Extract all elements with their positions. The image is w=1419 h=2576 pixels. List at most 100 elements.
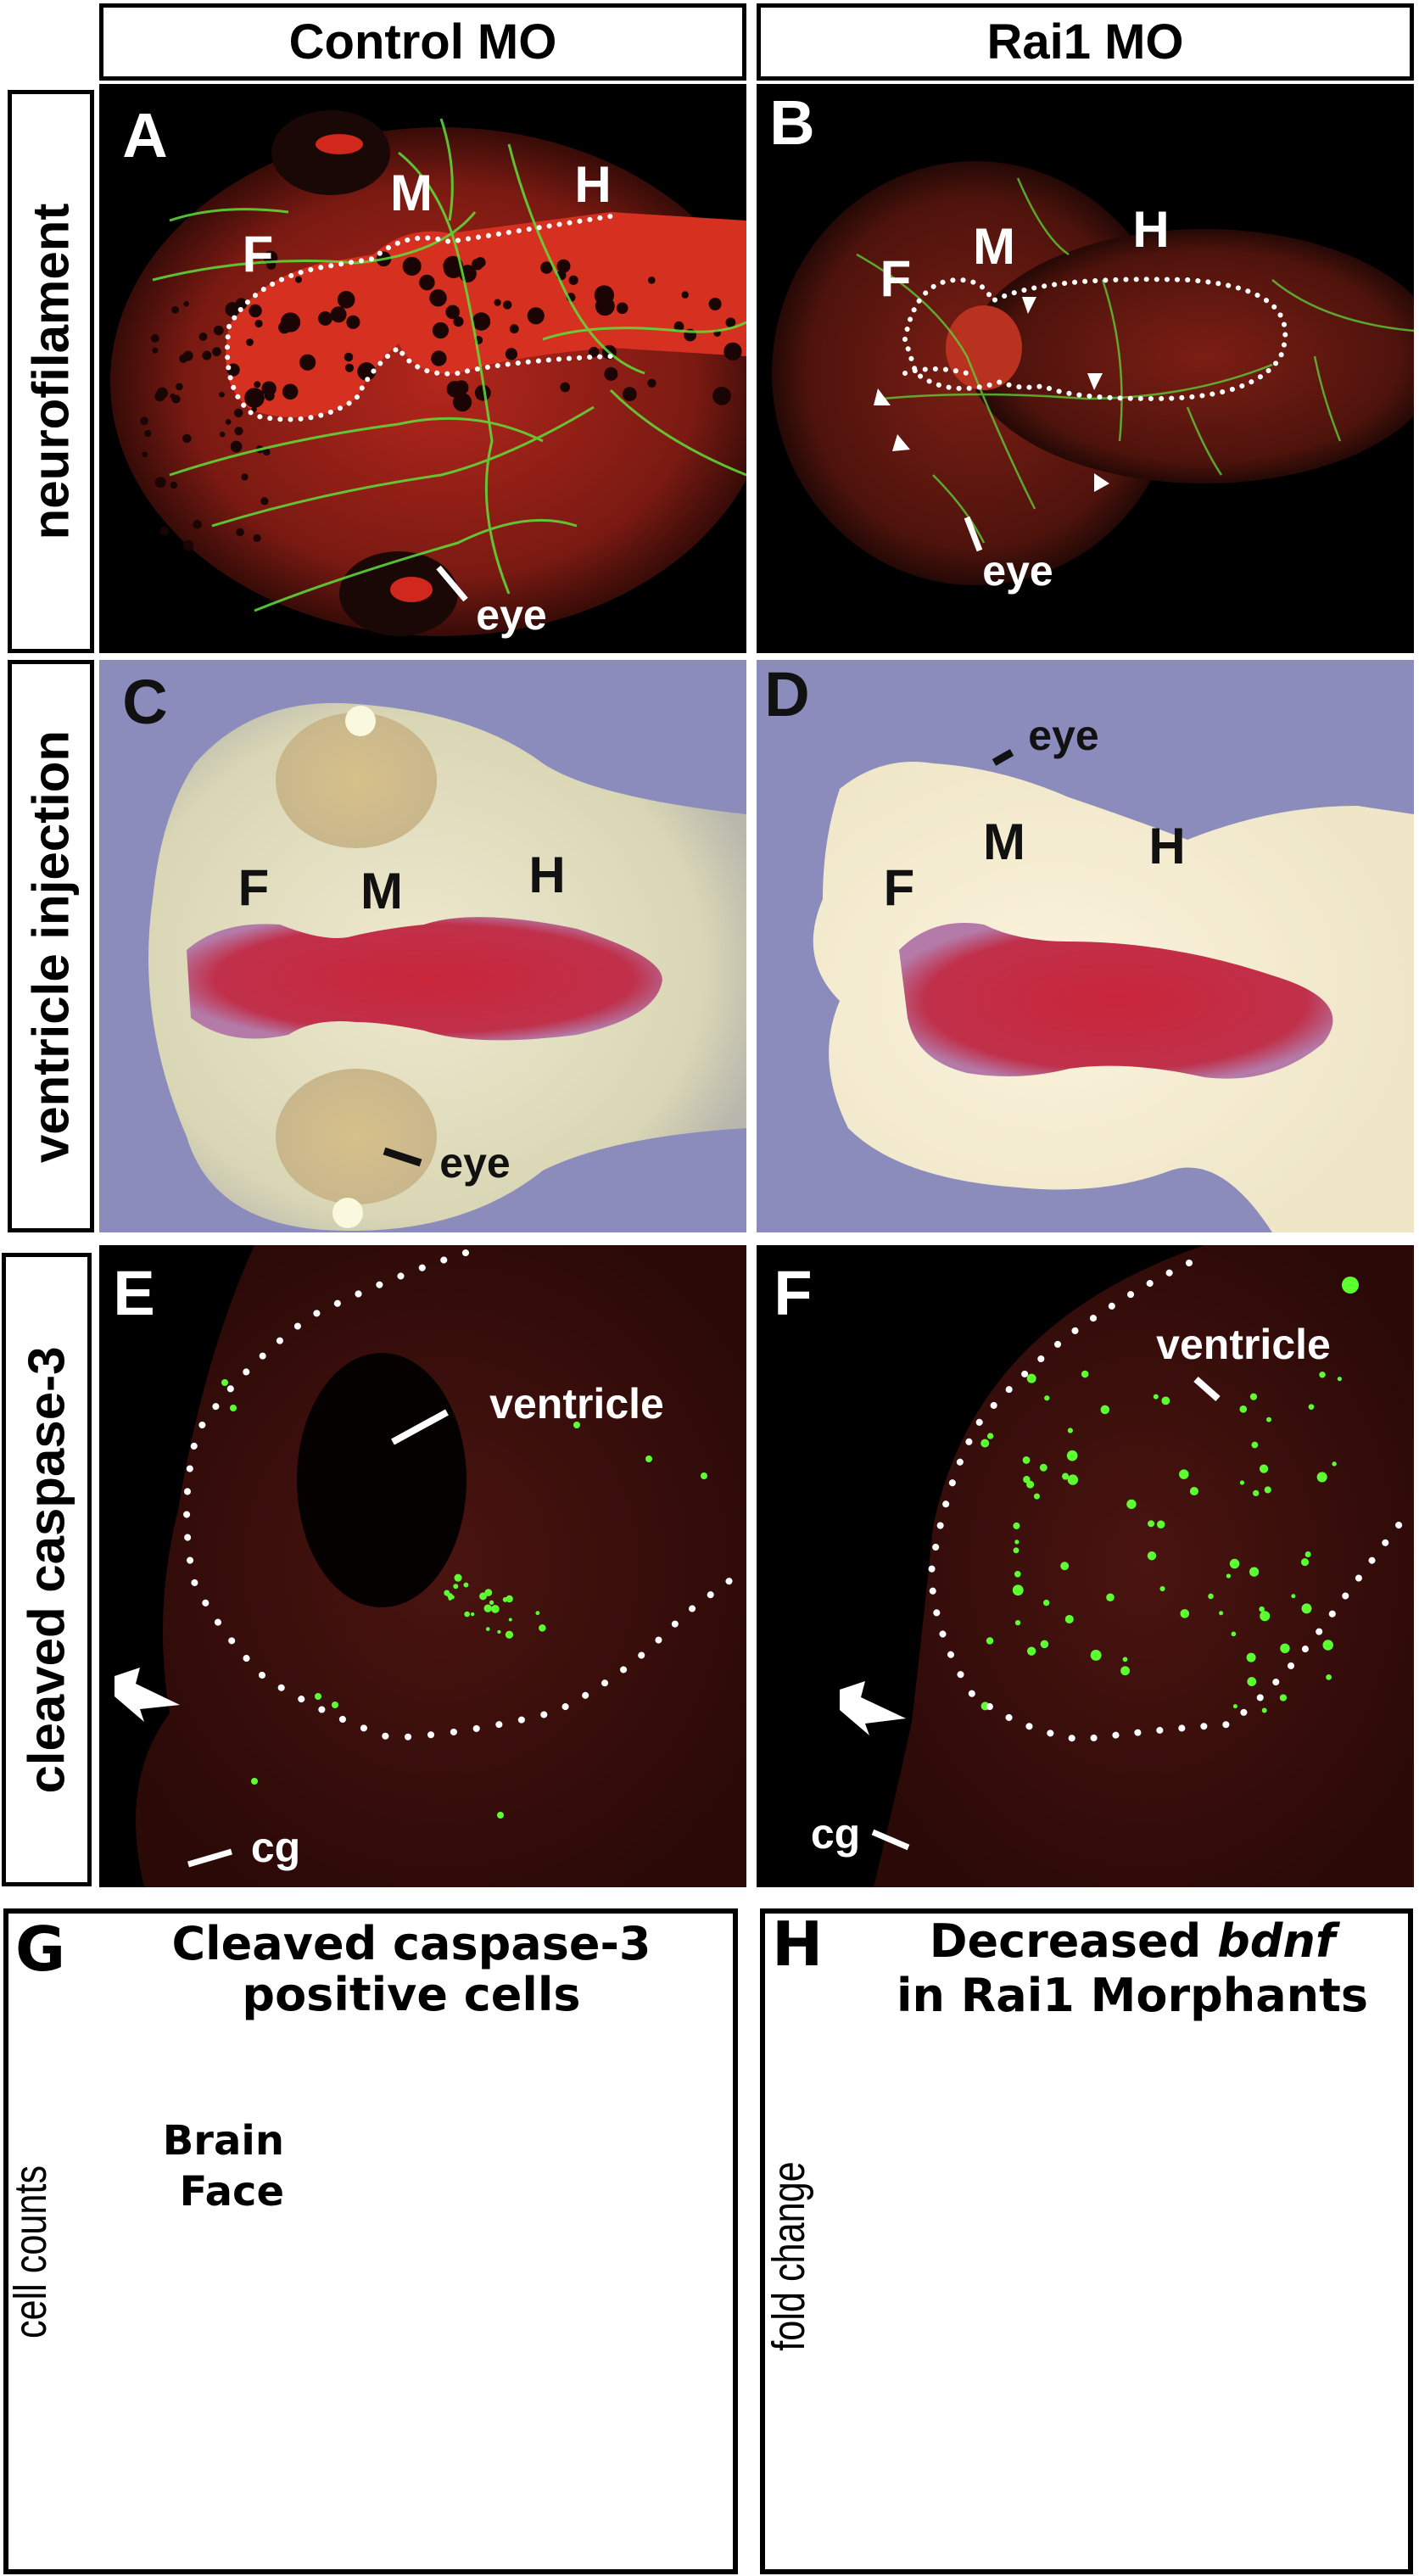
positive-cell — [489, 1600, 494, 1606]
y-tick-label: 2 — [846, 2016, 869, 2055]
pigment-spot — [193, 519, 202, 529]
y-tick-label: 0 — [846, 2238, 869, 2277]
bar-rai1mo — [1162, 2256, 1303, 2429]
positive-cell — [1249, 1393, 1258, 1400]
pigment-spot — [527, 307, 545, 325]
bar-cmo — [930, 2143, 1071, 2258]
pigment-spot — [623, 387, 637, 402]
pigment-spot — [357, 362, 377, 381]
pigment-spot — [494, 299, 501, 306]
positive-cell — [1147, 1551, 1157, 1561]
positive-cell — [1301, 1603, 1312, 1614]
pigment-spot — [159, 526, 170, 536]
label-eye: eye — [982, 547, 1053, 595]
pigment-spot — [330, 306, 347, 323]
chart-h-title-line-2: in Rai1 Morphants — [896, 1969, 1369, 2022]
pigment-spot — [725, 317, 736, 328]
pigment-spot — [505, 348, 518, 360]
label-ventricle: ventricle — [489, 1380, 664, 1428]
pigment-spot — [246, 338, 254, 346]
panel-a-image — [99, 84, 746, 653]
positive-cell — [1013, 1547, 1020, 1554]
positive-cell — [1180, 1609, 1190, 1618]
positive-cell — [506, 1595, 513, 1603]
pigment-spot — [219, 431, 226, 438]
pigment-spot — [540, 261, 553, 274]
pigment-spot — [681, 291, 689, 299]
column-header-rai1-mo: Rai1 MO — [757, 3, 1414, 81]
pigment-spot — [142, 451, 148, 458]
pigment-spot — [452, 392, 472, 412]
label-hindbrain: H — [1132, 201, 1170, 258]
pigment-spot — [673, 321, 684, 332]
pigment-spot — [294, 276, 302, 283]
pigment-spot — [729, 350, 738, 360]
positive-cell — [1259, 1606, 1265, 1612]
pigment-spot — [234, 408, 243, 418]
positive-cell — [1239, 1480, 1245, 1485]
pigment-spot — [182, 433, 192, 444]
positive-cell — [497, 1629, 501, 1634]
positive-cell — [315, 1693, 321, 1700]
positive-cell — [1229, 1558, 1240, 1569]
panel-letter-g: G — [15, 1914, 66, 1985]
legend-label-face: Face — [179, 2168, 284, 2216]
positive-cell — [1040, 1640, 1049, 1649]
label-ventricle: ventricle — [1156, 1321, 1331, 1368]
pigment-spot — [278, 321, 291, 334]
chart-g-title-line-2: positive cells — [242, 1968, 581, 2021]
label-midbrain: M — [390, 165, 433, 221]
pigment-spot — [234, 427, 243, 436]
positive-cell — [1189, 1487, 1198, 1496]
positive-cell — [1026, 1373, 1036, 1383]
row-label-ventricle-injection: ventricle injection — [8, 660, 94, 1232]
pigment-spot — [346, 315, 360, 329]
label-eye: eye — [1028, 712, 1099, 759]
y-tick-label: 0 — [75, 2455, 100, 2496]
pigment-spot — [219, 391, 225, 398]
pigment-spot — [260, 497, 269, 506]
pigment-spot — [419, 274, 435, 291]
pigment-spot — [344, 363, 355, 372]
positive-cell — [1067, 1428, 1073, 1433]
pigment-spot — [429, 288, 447, 307]
label-hindbrain: H — [528, 847, 566, 903]
pigment-spot — [264, 390, 275, 401]
pigment-spot — [568, 275, 578, 285]
positive-cell — [221, 1379, 228, 1386]
pigment-spot — [236, 528, 244, 537]
positive-cell — [1064, 1614, 1074, 1624]
pigment-spot — [170, 481, 178, 489]
row-label-text: ventricle injection — [22, 729, 80, 1163]
positive-cell — [1106, 1593, 1115, 1602]
pigment-spot — [262, 448, 271, 456]
significance-asterisk: * — [1226, 2433, 1252, 2492]
positive-cell — [1126, 1499, 1137, 1510]
pigment-spot — [472, 258, 483, 271]
pigment-spot — [225, 419, 232, 425]
y-tick-label: -1 — [832, 2350, 869, 2389]
pigment-spot — [589, 346, 600, 358]
caspase-positive-cells — [221, 1379, 707, 1819]
positive-cell — [1326, 1674, 1332, 1680]
panel-letter-f: F — [774, 1258, 813, 1328]
panel-letter-c: C — [122, 667, 168, 737]
row-label-neurofilament: neurofilament — [8, 90, 94, 653]
x-tick-label: CMO — [169, 2491, 304, 2553]
y-tick-label: 30 — [51, 2306, 100, 2348]
positive-cell — [535, 1611, 540, 1616]
positive-cell — [470, 1612, 475, 1617]
x-tick-label: Rai1MO — [1127, 2491, 1355, 2553]
positive-cell — [1157, 1520, 1165, 1528]
chart-h-y-axis-label: fold change — [763, 2161, 814, 2351]
positive-cell — [1013, 1522, 1020, 1529]
pigment-spot — [453, 316, 464, 327]
positive-cell — [1261, 1707, 1267, 1713]
positive-cell — [1014, 1539, 1020, 1545]
positive-cell — [1081, 1370, 1089, 1378]
label-midbrain: M — [983, 813, 1025, 870]
positive-cell — [573, 1422, 580, 1428]
chart-h-title-line-1: Decreased bdnf — [930, 1919, 1336, 1964]
positive-cell — [483, 1604, 492, 1612]
positive-cell — [1259, 1464, 1269, 1473]
